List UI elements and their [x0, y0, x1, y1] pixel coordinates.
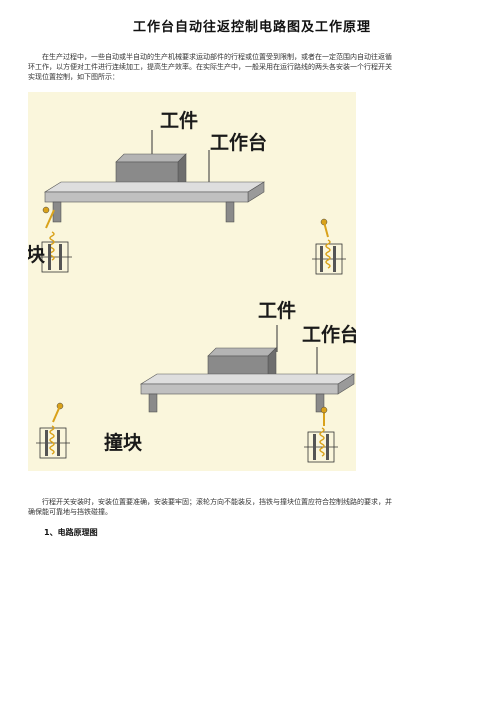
table-top-surface-b	[139, 373, 356, 385]
label-table-bottom: 工作台	[302, 324, 356, 346]
limit-switch-left-bottom	[36, 402, 70, 459]
limit-switch-right-top	[312, 218, 346, 275]
table-leg-right-bottom	[315, 393, 325, 413]
limit-switch-left-top	[38, 206, 72, 273]
label-table-top: 工作台	[210, 132, 268, 154]
document-title: 工作台自动往返控制电路图及工作原理	[132, 20, 371, 35]
workpiece-top-face-b	[207, 347, 277, 357]
table-leg-left-bottom	[148, 393, 158, 413]
label-workpiece-bottom: 工件	[258, 300, 297, 322]
worktable-bottom	[140, 383, 339, 395]
section-heading: 1、电路原理图	[44, 528, 98, 537]
note-paragraph: 行程开关安装时，安装位置要准确，安装要牢固；滚轮方向不能装反，挡铁与撞块位置应符…	[28, 498, 392, 516]
label-workpiece-top: 工件	[160, 110, 199, 132]
label-block-bottom: 撞块	[104, 432, 143, 454]
diagram-drawing	[36, 130, 356, 463]
intro-paragraph: 在生产过程中，一些自动或半自动的生产机械要求运动部件的行程或位置受到限制，或者在…	[28, 53, 392, 81]
limit-switch-right-bottom	[304, 406, 338, 463]
label-block-left: 块	[28, 244, 46, 266]
table-leg-right-top	[225, 201, 235, 223]
workpiece-top-face	[115, 153, 187, 163]
table-top-surface	[43, 181, 266, 193]
worktable-top	[44, 191, 249, 203]
worktable-diagram: 工件 工作台 块 工件 工作台 撞块	[28, 92, 356, 471]
